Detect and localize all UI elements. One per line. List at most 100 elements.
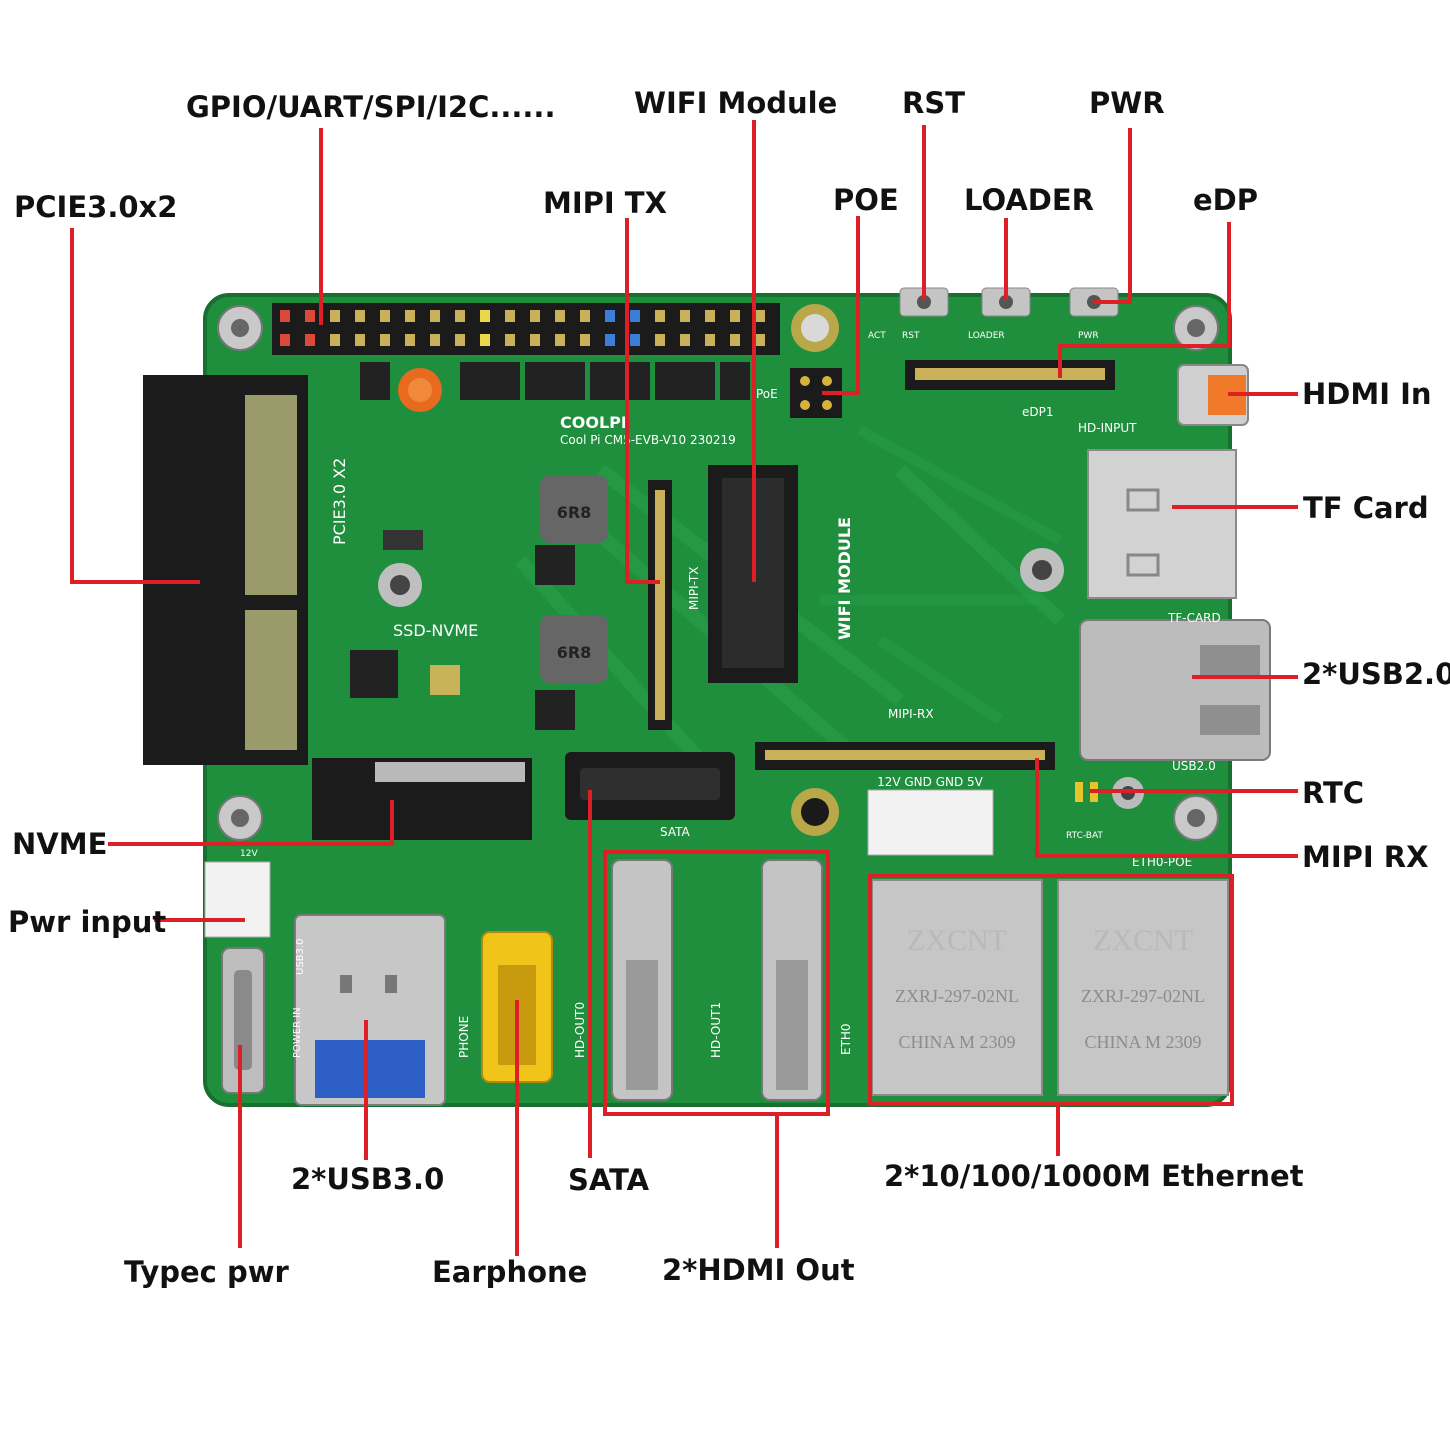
- silk-usb2: USB2.0: [1172, 759, 1216, 773]
- gpio-pin: [655, 334, 665, 346]
- silk-board-name: Cool Pi CM5-EVB-V10 230219: [560, 433, 736, 447]
- gpio-pin: [430, 334, 440, 346]
- gpio-pin: [505, 310, 515, 322]
- usb3-connector: [294, 914, 446, 1106]
- buttons: [899, 287, 1119, 317]
- callout-labels: GPIO/UART/SPI/I2C...... WIFI Module RST …: [8, 86, 1450, 1289]
- silk-tf: TF-CARD: [1167, 611, 1221, 625]
- gpio-pin: [355, 334, 365, 346]
- silk-loader: LOADER: [968, 331, 1005, 341]
- eth-chip-origin-2: CHINA M 2309: [1084, 1032, 1201, 1052]
- gpio-header: [272, 303, 780, 355]
- label-hdmi-in: HDMI In: [1302, 377, 1432, 411]
- silk-mipi-tx: MIPI-TX: [687, 567, 701, 610]
- gpio-pin: [655, 310, 665, 322]
- gpio-pin: [705, 334, 715, 346]
- ic-row: [360, 362, 750, 400]
- gpio-pin: [330, 310, 340, 322]
- label-mipi-tx: MIPI TX: [543, 186, 667, 220]
- ethernet-jacks: ZXCNT ZXRJ-297-02NL CHINA M 2309 ZXCNT Z…: [871, 879, 1229, 1096]
- gpio-pin: [355, 310, 365, 322]
- label-ethernet: 2*10/100/1000M Ethernet: [884, 1159, 1304, 1193]
- gpio-pin: [530, 310, 540, 322]
- gpio-pin: [555, 334, 565, 346]
- mipi-tx-connector: [648, 480, 672, 730]
- label-wifi: WIFI Module: [634, 86, 837, 120]
- gpio-pin: [280, 310, 290, 322]
- label-sata: SATA: [568, 1163, 650, 1197]
- silk-wifi: WIFI MODULE: [835, 517, 854, 640]
- label-pwr: PWR: [1089, 86, 1165, 120]
- label-rst: RST: [902, 86, 965, 120]
- silk-mipi-rx: MIPI-RX: [888, 707, 934, 721]
- gpio-pin: [605, 310, 615, 322]
- gpio-pin: [405, 310, 415, 322]
- gpio-pin: [405, 334, 415, 346]
- gpio-pin: [455, 334, 465, 346]
- edp-connector: [905, 360, 1115, 390]
- nvme-slot: [312, 758, 532, 840]
- label-typec: Typec pwr: [124, 1255, 290, 1289]
- label-mipi-rx: MIPI RX: [1302, 840, 1428, 874]
- gpio-pin: [280, 334, 290, 346]
- leader-lines: [70, 120, 1298, 1256]
- eth-chip-part-1: ZXRJ-297-02NL: [895, 986, 1019, 1006]
- label-usb3: 2*USB3.0: [291, 1162, 444, 1196]
- silk-rst: RST: [902, 331, 920, 341]
- silk-eth0-poe: ETH0-POE: [1132, 855, 1192, 869]
- gpio-pin: [530, 334, 540, 346]
- silk-act: ACT: [868, 331, 886, 341]
- silk-hd-out1: HD-OUT1: [709, 1002, 723, 1058]
- label-earphone: Earphone: [432, 1255, 587, 1289]
- power-header-label: 12V GND GND 5V: [877, 775, 984, 789]
- silk-edp: eDP1: [1022, 405, 1054, 419]
- silk-12v: 12V: [240, 849, 258, 859]
- silk-pwr: PWR: [1078, 331, 1099, 341]
- silk-pcie: PCIE3.0 X2: [330, 458, 349, 545]
- silk-rtc-bat: RTC-BAT: [1066, 831, 1103, 841]
- label-edp: eDP: [1193, 183, 1258, 217]
- gpio-pin: [330, 334, 340, 346]
- label-nvme: NVME: [12, 827, 107, 861]
- tf-card-slot: [1087, 449, 1237, 599]
- gpio-pin: [705, 310, 715, 322]
- gpio-pin: [305, 310, 315, 322]
- gpio-pin: [480, 334, 490, 346]
- eth-chip-part-2: ZXRJ-297-02NL: [1081, 986, 1205, 1006]
- gpio-pin: [380, 334, 390, 346]
- gpio-pin: [630, 334, 640, 346]
- gpio-pin: [305, 334, 315, 346]
- pwr-input-connector: [204, 861, 271, 938]
- gpio-header-body: [272, 303, 780, 355]
- inductor-label-2: 6R8: [557, 643, 592, 662]
- silk-power-in: POWER IN: [292, 1007, 303, 1058]
- gpio-pin: [380, 310, 390, 322]
- gpio-pin: [730, 334, 740, 346]
- silk-ssd: SSD-NVME: [393, 621, 478, 640]
- label-hdmi-out: 2*HDMI Out: [662, 1253, 855, 1287]
- eth-chip-brand-2: ZXCNT: [1093, 924, 1193, 957]
- silk-phone: PHONE: [457, 1016, 471, 1058]
- silkscreen: COOLPI Cool Pi CM5-EVB-V10 230219 PCIE3.…: [240, 331, 1221, 1058]
- gpio-pin: [430, 310, 440, 322]
- silk-poe: PoE: [756, 387, 778, 401]
- gpio-pin: [680, 310, 690, 322]
- mounting-holes: [217, 304, 1219, 841]
- silk-hd-out0: HD-OUT0: [573, 1002, 587, 1058]
- silk-usb30: USB3.0: [295, 939, 306, 975]
- gpio-pin: [555, 310, 565, 322]
- gpio-pin: [755, 310, 765, 322]
- pcie-slot: [143, 375, 308, 765]
- typec-connector: [221, 947, 265, 1094]
- usb2-connector: [1079, 619, 1271, 761]
- gpio-pin: [455, 310, 465, 322]
- hdmi-out-connectors: [611, 859, 823, 1101]
- gpio-pin: [605, 334, 615, 346]
- gpio-pin: [730, 310, 740, 322]
- eth-chip-origin-1: CHINA M 2309: [898, 1032, 1015, 1052]
- power-header: 12V GND GND 5V: [867, 775, 994, 856]
- gpio-pin: [580, 334, 590, 346]
- gpio-pin: [580, 310, 590, 322]
- gpio-pin: [505, 334, 515, 346]
- misc-ics: [350, 530, 575, 730]
